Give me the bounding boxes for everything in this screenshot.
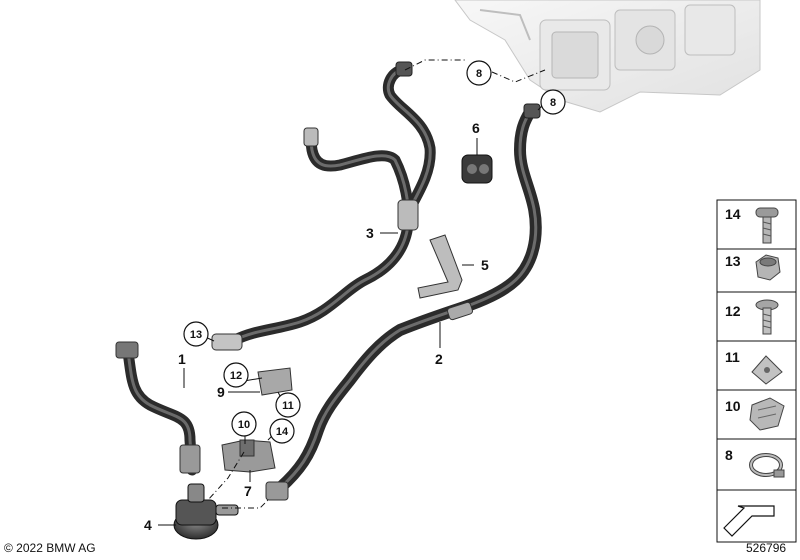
circled-callout-8a: 8	[466, 60, 492, 86]
legend-number: 14	[725, 206, 741, 222]
callout-13-text: 13	[190, 329, 202, 341]
clip-nut-icon	[751, 355, 783, 385]
circled-callout-13: 13	[183, 321, 209, 347]
callout-7: 7	[244, 483, 252, 499]
screw-icon	[755, 299, 779, 335]
bracket-5	[417, 234, 463, 299]
callout-10-text: 10	[238, 419, 250, 431]
callout-1: 1	[178, 351, 186, 367]
copyright-text: © 2022 BMW AG	[4, 541, 96, 555]
circled-callout-10: 10	[231, 411, 257, 437]
legend-number: 12	[725, 303, 741, 319]
callout-4: 4	[144, 517, 152, 533]
callout-6: 6	[472, 120, 480, 136]
hose-clamp-icon	[749, 453, 785, 478]
holder-7	[221, 439, 276, 473]
circled-callout-12: 12	[223, 362, 249, 388]
hose-1-end-fitting	[115, 341, 201, 474]
legend-panel: 14 13 12 11 10 8	[716, 199, 797, 543]
bolt-icon	[755, 207, 779, 244]
diagram-number: 526796	[746, 541, 786, 555]
hose-2-fittings	[265, 103, 541, 501]
arrow-icon	[723, 505, 775, 537]
callout-8b-text: 8	[550, 97, 556, 109]
callout-3: 3	[366, 225, 374, 241]
legend-number: 13	[725, 253, 741, 269]
callout-11-text: 11	[282, 400, 294, 412]
circled-callout-8b: 8	[540, 89, 566, 115]
hose-3-fittings	[211, 61, 419, 351]
callout-14-text: 14	[276, 426, 289, 438]
callout-5: 5	[481, 257, 489, 273]
coolant-pump	[173, 483, 239, 540]
callout-9: 9	[217, 384, 225, 400]
leader-lines	[158, 59, 546, 526]
callout-12-text: 12	[230, 370, 242, 382]
legend-number: 11	[725, 349, 740, 365]
clamp-6	[461, 154, 493, 184]
bracket-9	[257, 367, 293, 396]
circled-callout-14: 14	[269, 418, 295, 444]
hex-nut-icon	[755, 254, 781, 281]
callout-2: 2	[435, 351, 443, 367]
spring-clip-icon	[749, 397, 785, 431]
engine-assembly	[454, 0, 761, 113]
circled-callout-11: 11	[275, 392, 301, 418]
legend-number: 8	[725, 447, 733, 463]
hose-1	[122, 346, 198, 476]
legend-number: 10	[725, 398, 741, 414]
callout-8a-text: 8	[476, 68, 482, 80]
